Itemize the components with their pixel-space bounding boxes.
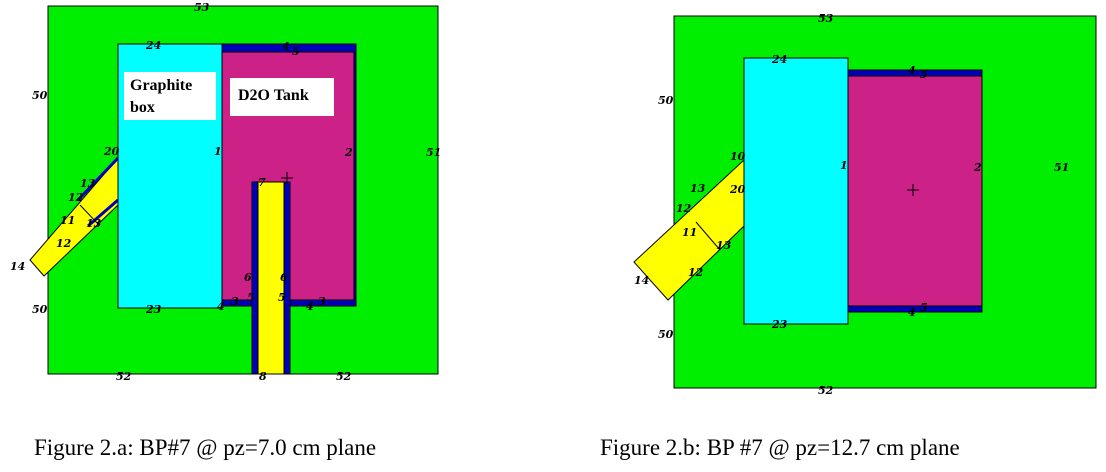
surface-label-24-b: 24: [771, 53, 787, 66]
surface-label-20-b: 20: [729, 183, 746, 196]
surface-label-23-b: 23: [771, 318, 788, 331]
caption-figure-b: Figure 2.b: BP #7 @ pz=12.7 cm plane: [600, 435, 960, 460]
surface-label-3-right: 3: [318, 295, 326, 308]
d2o-tank-label: D2O Tank: [238, 87, 309, 104]
surface-label-52-left: 52: [116, 370, 132, 383]
beam-tube-divider-a: [79, 204, 99, 225]
surface-label-51: 51: [426, 146, 441, 159]
surface-label-12-lower: 12: [56, 237, 72, 250]
surface-label-13-b: 13: [690, 182, 706, 195]
figure-b: 53 50 50 51 52 24 23 4 5 1 2 10 20 13 12…: [633, 12, 1097, 397]
beam-tube-liner-top-a: [76, 156, 120, 202]
surface-label-5-top: 5: [292, 45, 300, 58]
surface-label-52-right: 52: [336, 370, 352, 383]
surface-label-20: 20: [103, 145, 120, 158]
surface-label-13-lower-b: 13: [716, 239, 732, 252]
surface-label-11: 11: [60, 214, 75, 227]
surface-label-12-upper-b: 12: [676, 202, 692, 215]
figure-a: Graphite box D2O Tank 53 50 50 51 52 52 …: [10, 1, 441, 383]
surface-label-1-b: 1: [840, 159, 848, 172]
surface-label-50-top: 50: [32, 89, 48, 102]
surface-label-10-b: 10: [730, 150, 746, 163]
surface-label-1: 1: [214, 145, 222, 158]
surface-label-4-bottom-b: 4: [908, 306, 916, 319]
surface-label-5-top-b: 5: [920, 68, 928, 81]
surface-label-4-right: 4: [306, 300, 314, 313]
surface-label-53-b: 53: [818, 12, 834, 25]
d2o-tank-b: [847, 75, 983, 307]
center-marker-b: [907, 184, 919, 196]
surface-label-8: 8: [259, 370, 267, 383]
surface-label-5-right: 5: [278, 291, 286, 304]
surface-label-53: 53: [194, 1, 210, 14]
surface-label-3-left: 3: [231, 295, 239, 308]
surface-label-4-bottom: 4: [217, 300, 225, 313]
surface-label-13: 13: [80, 177, 96, 190]
surface-label-6-right: 6: [280, 271, 288, 284]
surface-label-2: 2: [344, 146, 353, 159]
surface-label-12-lower-b: 12: [688, 266, 704, 279]
surface-label-23: 23: [145, 303, 162, 316]
vertical-channel-a: [257, 181, 285, 375]
beam-tube-divider-b: [695, 221, 721, 251]
surface-label-11-b: 11: [682, 226, 697, 239]
surface-label-5-bottom-b: 5: [920, 301, 928, 314]
tank-label-box-a: [230, 78, 334, 116]
graphite-box-label-line2: box: [130, 99, 155, 116]
center-marker-a: [281, 172, 293, 184]
surface-label-4-top-b: 4: [908, 64, 916, 77]
surface-label-24: 24: [145, 39, 161, 52]
graphite-box-label-line1: Graphite: [130, 77, 192, 94]
surface-label-12-upper: 12: [68, 191, 84, 204]
surface-label-2-b: 2: [973, 161, 982, 174]
surface-label-14-b: 14: [634, 274, 649, 287]
surface-label-5-left: 5: [247, 291, 255, 304]
surface-label-51-b: 51: [1054, 161, 1069, 174]
graphite-box-b: [743, 57, 849, 325]
surface-label-50-bottom-b: 50: [658, 328, 674, 341]
surface-label-50-top-b: 50: [658, 94, 674, 107]
caption-figure-a: Figure 2.a: BP#7 @ pz=7.0 cm plane: [34, 435, 377, 460]
surface-label-14: 14: [10, 260, 25, 273]
surface-label-13-lower: 13: [86, 217, 102, 230]
beam-tube-liner-bot-a: [87, 198, 119, 228]
surface-label-7: 7: [258, 176, 266, 189]
surface-label-6-left: 6: [244, 271, 252, 284]
graphite-label-box-a: [124, 72, 216, 120]
surface-label-4-top: 4: [282, 40, 290, 53]
surface-label-52-b: 52: [818, 384, 834, 397]
surface-label-50-bottom: 50: [32, 303, 48, 316]
